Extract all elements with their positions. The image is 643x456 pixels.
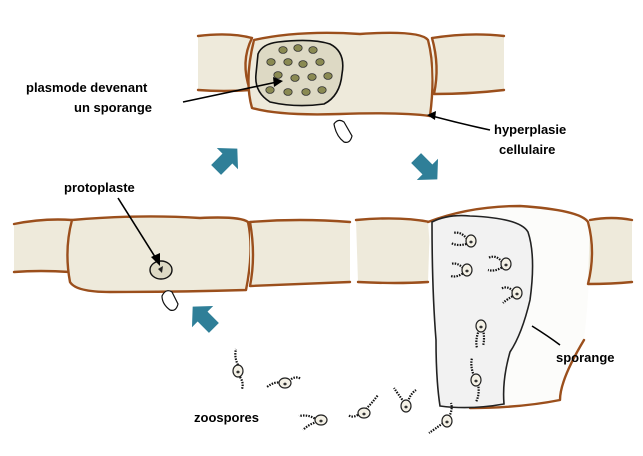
top-root-cells (198, 33, 504, 143)
root-hair (334, 120, 352, 142)
root-hair (162, 291, 178, 311)
label-protoplaste: protoplaste (64, 180, 135, 195)
label-hyperplasie-line2: cellulaire (499, 142, 555, 157)
label-plasmode-line1: plasmode devenant (26, 80, 148, 95)
free-zoospores (233, 349, 452, 433)
cycle-arrow-up-left-icon (182, 296, 224, 338)
right-root-cells (356, 206, 632, 408)
label-plasmode-line2: un sporange (74, 100, 152, 115)
label-hyperplasie-line1: hyperplasie (494, 122, 566, 137)
label-sporange: sporange (556, 350, 615, 365)
left-root-cells (14, 216, 350, 310)
label-zoospores: zoospores (194, 410, 259, 425)
cycle-arrow-down-right-icon (405, 147, 447, 189)
cycle-arrow-up-right-icon (205, 138, 247, 180)
